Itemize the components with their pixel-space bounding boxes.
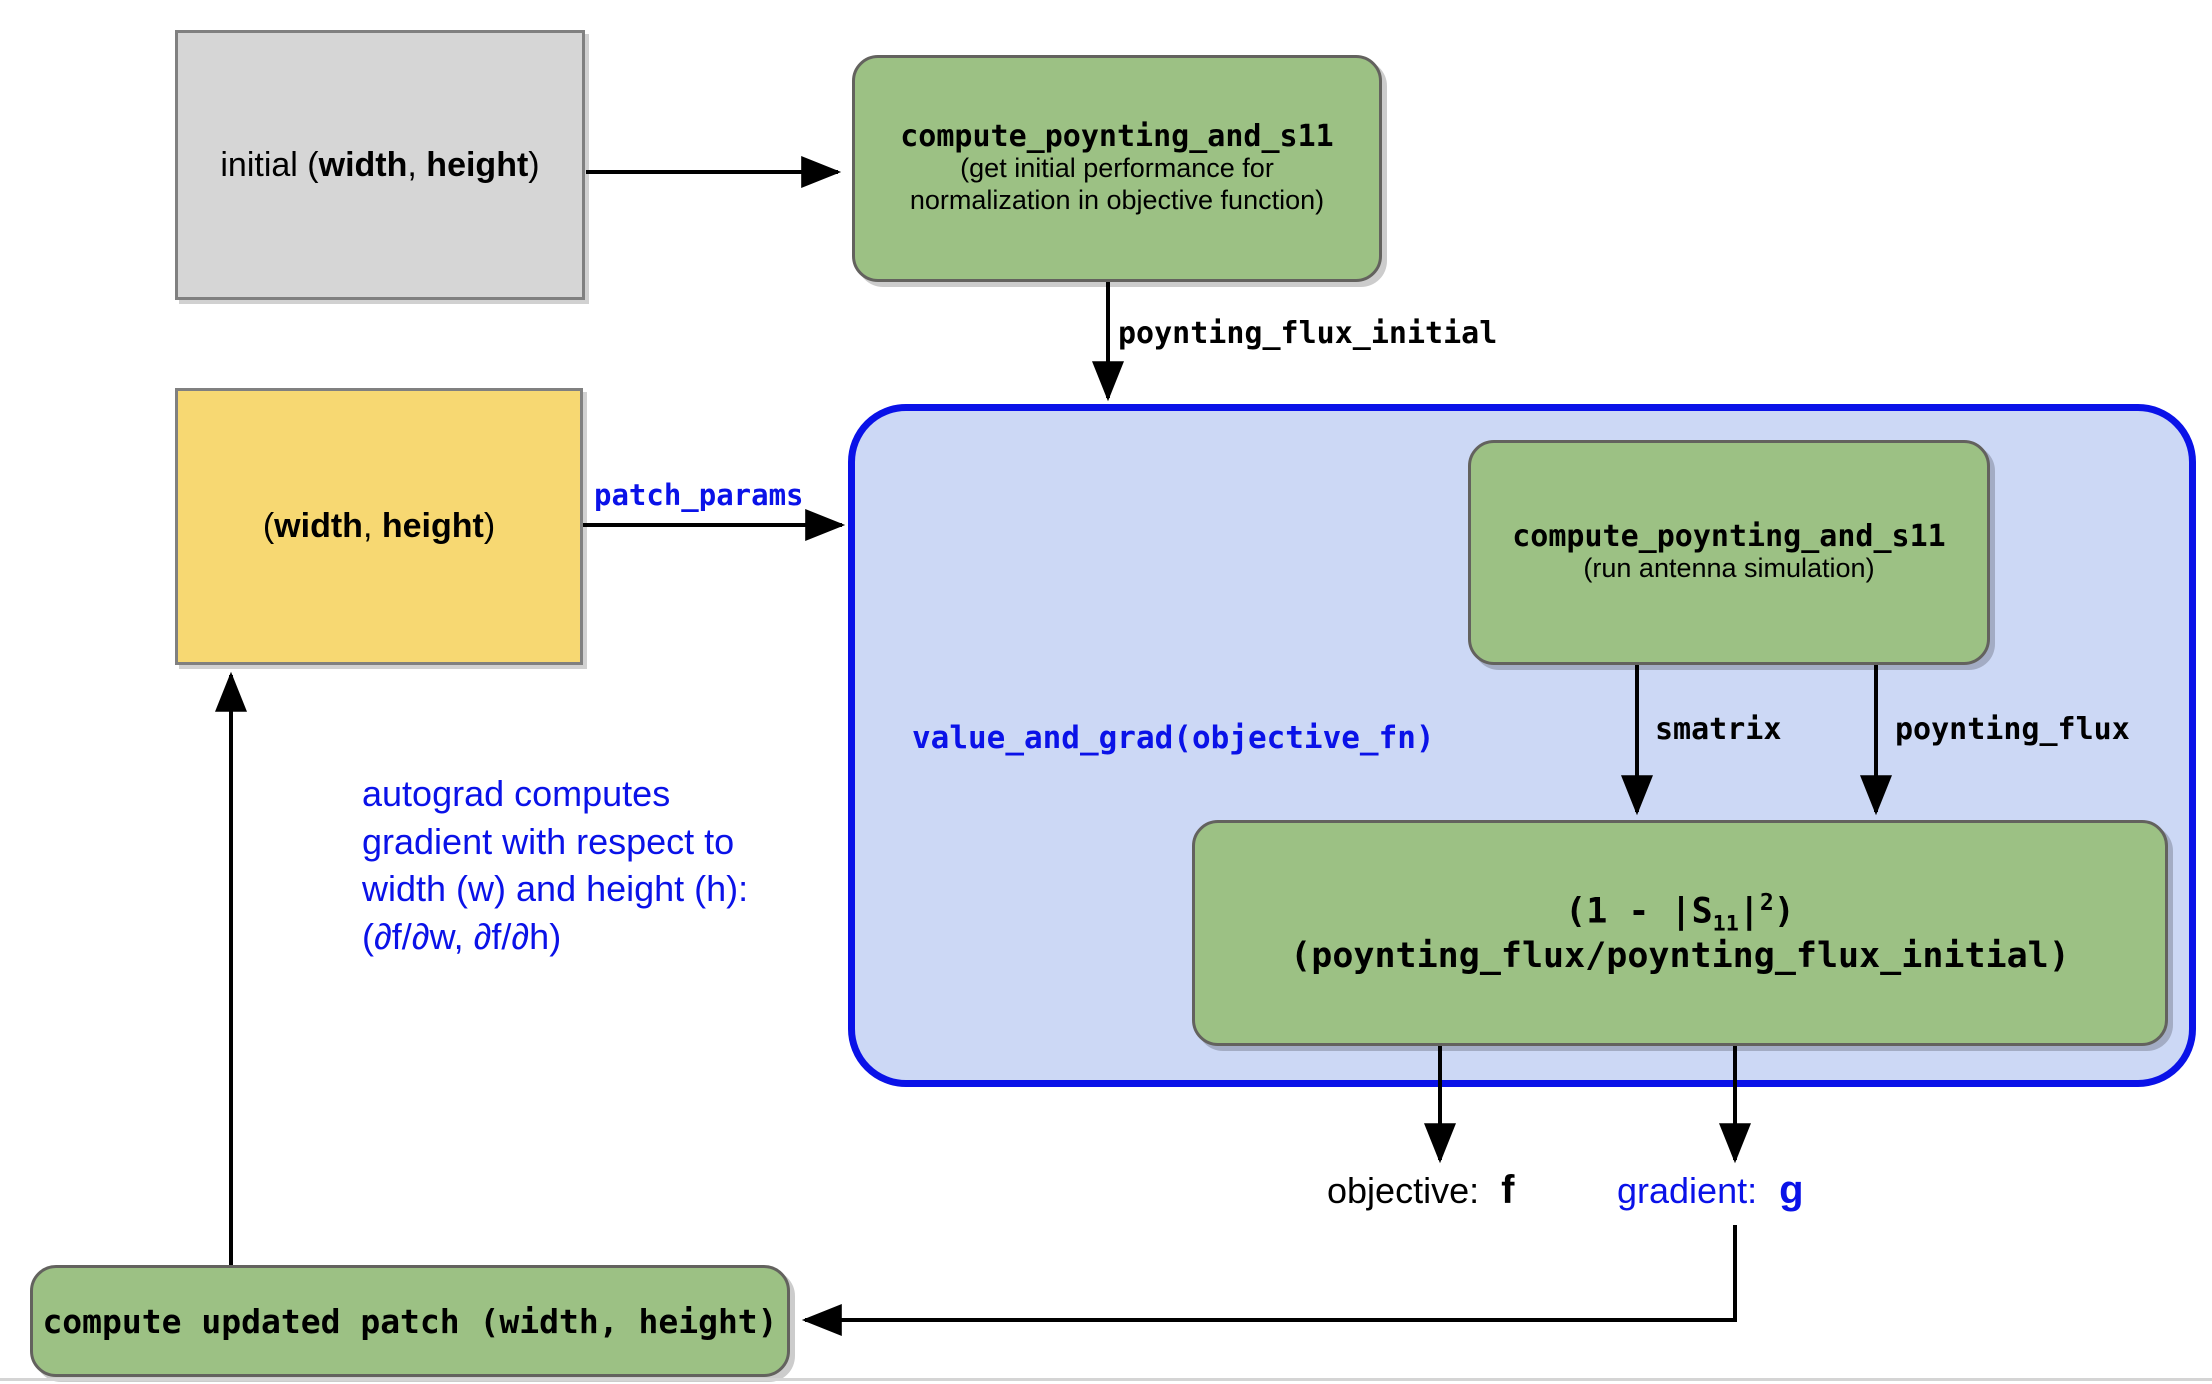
objective-output-symbol: f [1501,1168,1515,1212]
footer-divider [0,1378,2212,1381]
objective-output-label: objective: [1327,1170,1480,1211]
params-height: height [381,507,484,545]
compute-initial-subtitle-2: normalization in objective function) [909,185,1325,216]
patch-params-label: (width, height) [263,507,495,546]
initial-width: width [318,145,408,184]
edge-label-patch-params: patch_params [594,478,804,512]
value-and-grad-label: value_and_grad(objective_fn) [912,720,1435,756]
params-sep: , [362,507,382,545]
initial-prefix: initial ( [220,145,319,184]
edge-gradient-to-update [801,1225,1737,1336]
gradient-output-label: gradient: [1617,1170,1758,1211]
formula-exponent: 2 [1759,889,1774,916]
initial-params-node: initial (width, height) [175,30,585,300]
initial-sep: , [407,145,427,184]
formula-rest: )(poynting_flux/poynting_flux_initial) [1290,891,2070,977]
autograd-note-line-4: (∂f/∂w, ∂f/∂h) [362,915,562,957]
initial-suffix: ) [528,145,540,184]
update-patch-label: compute updated patch (width, height) [42,1301,778,1341]
formula-sub: 11 [1712,911,1739,937]
objective-formula-text: (1 - |S11|2)(poynting_flux/poynting_flux… [1195,890,2165,977]
initial-height: height [426,145,529,184]
formula-open: (1 - |S [1565,891,1713,932]
objective-formula-node: (1 - |S11|2)(poynting_flux/poynting_flux… [1192,820,2168,1046]
compute-initial-subtitle-1: (get initial performance for [960,153,1274,184]
params-suffix: ) [483,507,496,545]
autograd-note-line-2: gradient with respect to [362,820,735,862]
autograd-note-line-1: autograd computes [362,773,671,814]
objective-output: objective: f [1327,1168,1514,1213]
compute-sim-title: compute_poynting_and_s11 [1512,518,1946,554]
update-patch-node: compute updated patch (width, height) [30,1265,790,1377]
gradient-output-symbol: g [1779,1168,1804,1212]
compute-initial-title: compute_poynting_and_s11 [900,118,1334,154]
initial-params-label: initial (width, height) [220,146,539,185]
edge-label-smatrix: smatrix [1655,712,1782,747]
formula-abs: | [1738,891,1760,932]
compute-sim-subtitle: (run antenna simulation) [1583,553,1875,584]
edge-label-poynting-flux: poynting_flux [1895,712,2130,747]
gradient-output: gradient: g [1617,1168,1804,1213]
params-width: width [274,507,363,545]
compute-poynting-sim-node: compute_poynting_and_s11 (run antenna si… [1468,440,1990,665]
autograd-note: autograd computes gradient with respect … [362,770,832,960]
params-prefix: ( [262,507,275,545]
patch-params-node: (width, height) [175,388,583,665]
compute-poynting-initial-node: compute_poynting_and_s11 (get initial pe… [852,55,1382,282]
edge-label-poynting-flux-initial: poynting_flux_initial [1118,316,1498,351]
autograd-note-line-3: width (w) and height (h): [362,868,749,910]
